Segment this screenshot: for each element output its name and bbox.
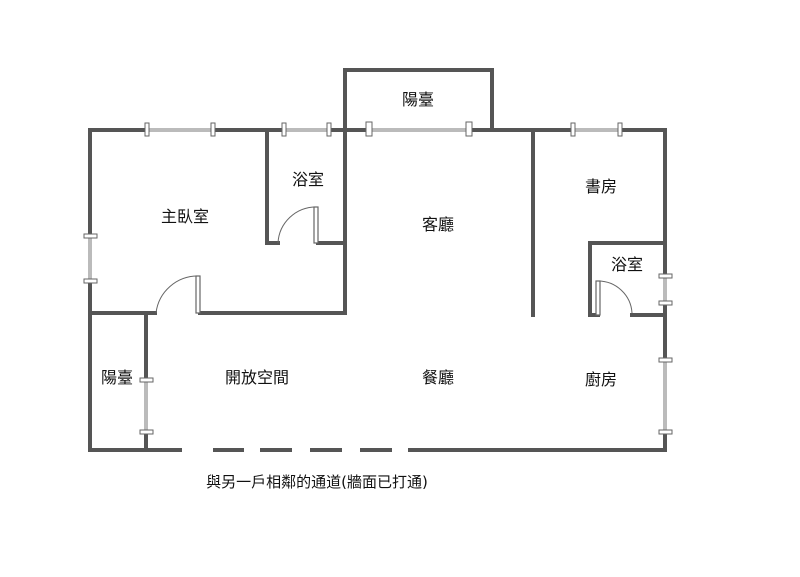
label-bath-left: 浴室 xyxy=(292,170,324,189)
windows xyxy=(83,121,673,435)
label-dining-room: 餐廳 xyxy=(422,368,454,387)
label-open-space: 開放空間 xyxy=(225,368,289,387)
door-bath-left xyxy=(277,206,319,244)
window xyxy=(144,122,216,137)
window xyxy=(658,273,673,306)
door-bath-right xyxy=(595,280,633,316)
label-living-room: 客廳 xyxy=(422,215,454,234)
window xyxy=(658,357,673,435)
passage-caption: 與另一戶相鄰的通道(牆面已打通) xyxy=(206,473,428,491)
window xyxy=(83,233,98,284)
label-study: 書房 xyxy=(585,177,617,196)
doors xyxy=(155,206,633,316)
interior-walls xyxy=(88,128,667,452)
label-master-bedroom: 主臥室 xyxy=(161,207,209,226)
room-labels: 陽臺 浴室 主臥室 客廳 書房 浴室 陽臺 開放空間 餐廳 廚房 xyxy=(101,90,643,389)
window xyxy=(281,122,332,137)
window xyxy=(139,377,154,435)
window xyxy=(570,122,623,137)
door-master-bedroom xyxy=(155,275,201,314)
label-balcony-top: 陽臺 xyxy=(402,90,434,109)
label-kitchen: 廚房 xyxy=(585,370,617,389)
label-balcony-left: 陽臺 xyxy=(101,368,133,387)
window xyxy=(365,121,473,137)
label-bath-right: 浴室 xyxy=(611,255,643,274)
